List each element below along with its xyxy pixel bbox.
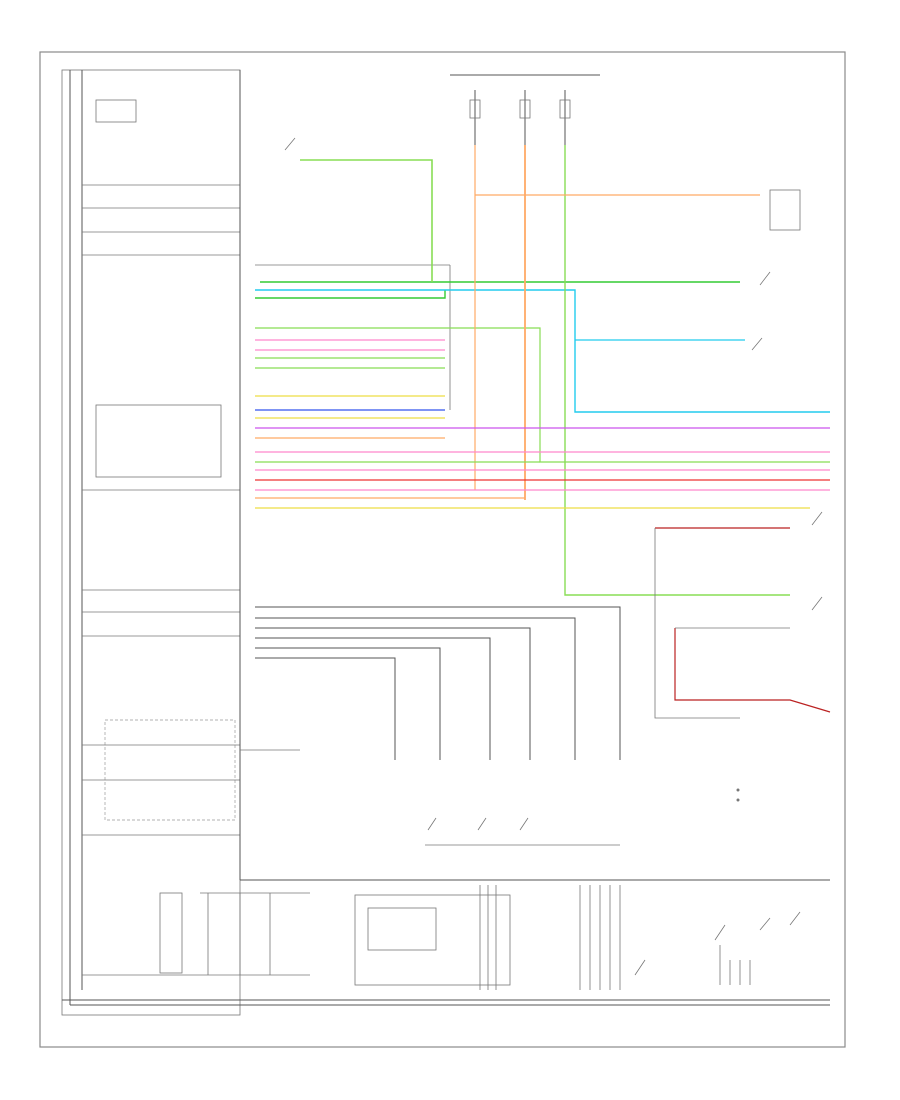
instrument-cluster-block xyxy=(61,69,241,1016)
diagram-frame xyxy=(39,51,846,1048)
wire-green-2 xyxy=(255,290,446,299)
switch-symbols xyxy=(284,137,823,831)
wire-harness xyxy=(255,145,831,713)
fuse-block xyxy=(450,74,600,145)
wire-cyan xyxy=(255,289,830,413)
wire-light-green-2 xyxy=(564,145,790,596)
gray-wires xyxy=(240,528,790,760)
legend xyxy=(736,788,740,802)
wire-dark-red-2 xyxy=(674,628,831,713)
control-unit-block xyxy=(239,70,830,881)
wire-light-green-3 xyxy=(255,327,830,463)
wire-light-green xyxy=(300,159,433,282)
bottom-switch-block xyxy=(62,885,830,1006)
